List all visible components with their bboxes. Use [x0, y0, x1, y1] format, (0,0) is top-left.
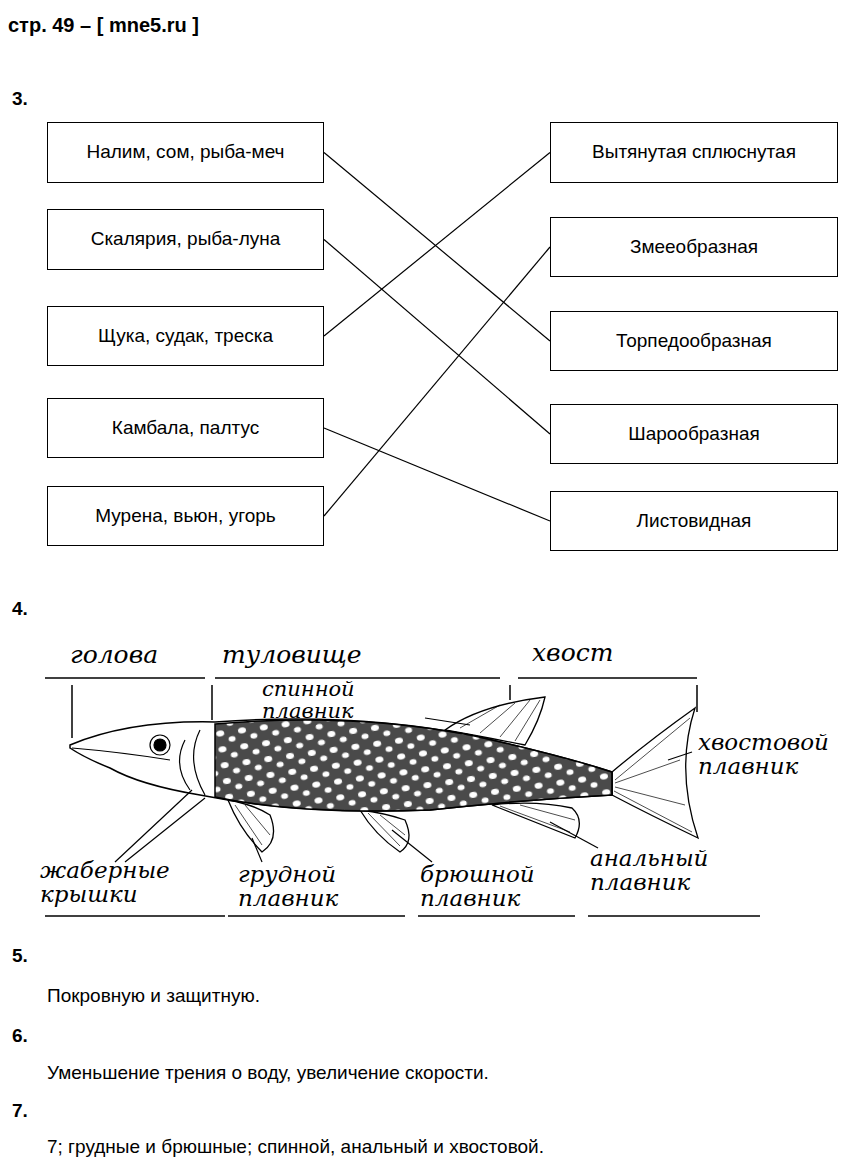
- match-line: [324, 240, 550, 435]
- item-number: 5.: [12, 945, 28, 967]
- category-box: Мурена, вьюн, угорь: [47, 486, 324, 546]
- fin-label: хвостовой плавник: [698, 730, 848, 778]
- item-number: 3.: [12, 88, 28, 110]
- fin-label: спинной плавник: [262, 678, 422, 722]
- answer-text: Покровную и защитную.: [47, 985, 260, 1007]
- category-box: Налим, сом, рыба-меч: [47, 122, 324, 183]
- category-box: Камбала, палтус: [47, 398, 324, 458]
- part-label: туловище: [222, 642, 362, 668]
- box-text: Камбала, палтус: [112, 417, 259, 440]
- part-label: жаберные крышки: [40, 858, 230, 906]
- box-text: Вытянутая сплюснутая: [592, 141, 796, 164]
- fin-label: грудной плавник: [238, 862, 408, 910]
- page-header: стр. 49 – [ mne5.ru ]: [8, 14, 199, 37]
- match-line: [324, 428, 550, 521]
- box-text: Щука, судак, треска: [98, 325, 273, 348]
- category-box: Вытянутая сплюснутая: [550, 122, 838, 183]
- box-text: Налим, сом, рыба-меч: [87, 141, 285, 164]
- item-number: 6.: [12, 1025, 28, 1047]
- box-text: Скалярия, рыба-луна: [91, 228, 281, 251]
- category-box: Листовидная: [550, 491, 838, 551]
- box-text: Мурена, вьюн, угорь: [95, 505, 275, 528]
- part-label: голова: [70, 642, 158, 668]
- category-box: Щука, судак, треска: [47, 306, 324, 366]
- box-text: Змееобразная: [630, 236, 758, 259]
- box-text: Шарообразная: [628, 423, 760, 446]
- box-text: Торпедообразная: [616, 330, 772, 353]
- answer-text: Уменьшение трения о воду, увеличение ско…: [47, 1062, 489, 1084]
- leader-lines: [115, 718, 692, 862]
- fin-label: анальный плавник: [590, 846, 765, 894]
- box-text: Листовидная: [637, 510, 752, 533]
- category-box: Шарообразная: [550, 404, 838, 464]
- answer-text: 7; грудные и брюшные; спинной, анальный …: [47, 1136, 544, 1158]
- pike-head: [72, 730, 205, 795]
- fin-label: брюшной плавник: [420, 862, 580, 910]
- match-line: [324, 153, 550, 337]
- item-number: 4.: [12, 598, 28, 620]
- match-line: [324, 153, 550, 342]
- category-box: Скалярия, рыба-луна: [47, 209, 324, 270]
- category-box: Торпедообразная: [550, 311, 838, 371]
- part-label: хвост: [532, 640, 613, 666]
- item-number: 7.: [12, 1100, 28, 1122]
- category-box: Змееобразная: [550, 217, 838, 277]
- match-line: [324, 247, 550, 516]
